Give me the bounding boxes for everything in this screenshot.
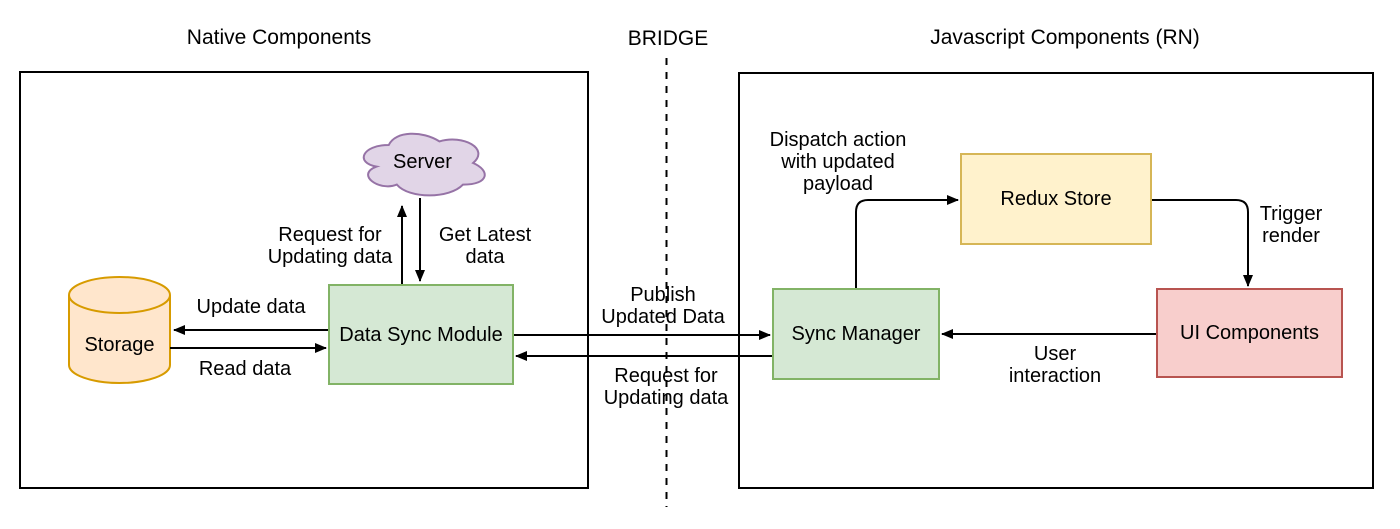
request-updating-server-label: Request for Updating data [267, 224, 393, 268]
redux-store-node: Redux Store [960, 153, 1152, 245]
get-latest-data-label: Get Latest data [438, 224, 532, 268]
javascript-components-title: Javascript Components (RN) [930, 26, 1200, 49]
user-interaction-label: User interaction [1008, 343, 1102, 387]
storage-label: Storage [84, 334, 155, 356]
read-data-label: Read data [198, 358, 292, 380]
dispatch-action-label: Dispatch action with updated payload [769, 129, 907, 195]
trigger-render-label: Trigger render [1259, 203, 1323, 247]
storage-cylinder-shape [68, 276, 171, 384]
dispatch-action-arrow [855, 195, 959, 288]
ui-components-node: UI Components [1156, 288, 1343, 378]
native-components-title: Native Components [186, 26, 372, 49]
trigger-render-arrow [1152, 199, 1253, 287]
server-cloud-shape [362, 132, 486, 197]
javascript-components-frame [738, 72, 1374, 489]
data-sync-module-node: Data Sync Module [328, 284, 514, 385]
update-data-label: Update data [196, 296, 306, 318]
publish-updated-data-label: Publish Updated Data [601, 284, 725, 328]
native-components-frame [19, 71, 589, 489]
request-updating-data-label: Request for Updating data [603, 365, 729, 409]
server-label: Server [393, 151, 452, 173]
bridge-title: BRIDGE [627, 27, 709, 50]
sync-manager-node: Sync Manager [772, 288, 940, 380]
